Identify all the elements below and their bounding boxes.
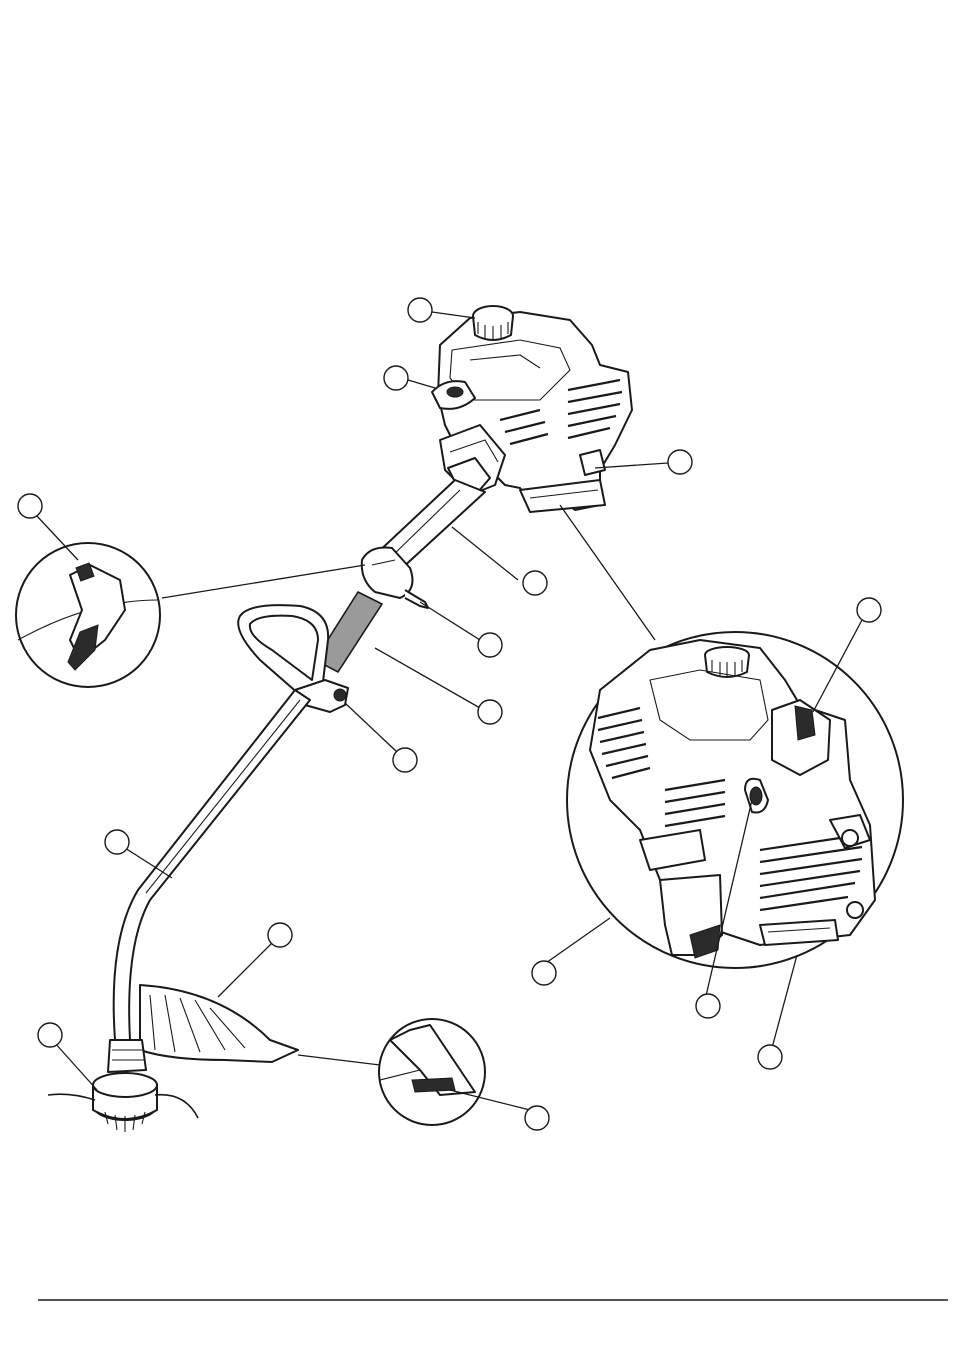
callout-markers [17, 297, 882, 1131]
callout-marker-muffler [757, 1044, 783, 1070]
callout-leaders [35, 311, 863, 1111]
callout-marker-engine-rear [531, 960, 557, 986]
callout-marker-debris-shield [267, 922, 293, 948]
shaft-grip [313, 590, 384, 674]
callout-marker-primer [383, 365, 409, 391]
callout-marker-assist-handle [392, 747, 418, 773]
callout-marker-fuel-cap [407, 297, 433, 323]
detail-circle-throttle [15, 542, 366, 688]
callout-marker-engine-side [667, 449, 693, 475]
detail-circle-line-cutter [297, 1018, 486, 1126]
callout-marker-grip [477, 699, 503, 725]
detail-circle-engine [559, 504, 904, 969]
callout-marker-on-off-switch [856, 597, 882, 623]
fuel-cap [472, 305, 514, 341]
debris-shield [139, 984, 299, 1063]
trimmer-head [47, 1039, 199, 1132]
callout-marker-trimmer-head [37, 1022, 63, 1048]
callout-marker-lower-shaft [104, 829, 130, 855]
callout-marker-choke [695, 993, 721, 1019]
callout-marker-line-cutter [524, 1105, 550, 1131]
callout-marker-throttle-trigger [477, 632, 503, 658]
assist-handle [237, 604, 349, 713]
callout-marker-shaft [522, 570, 548, 596]
callout-marker-throttle-lockout [17, 493, 43, 519]
primer-bulb [431, 380, 476, 410]
